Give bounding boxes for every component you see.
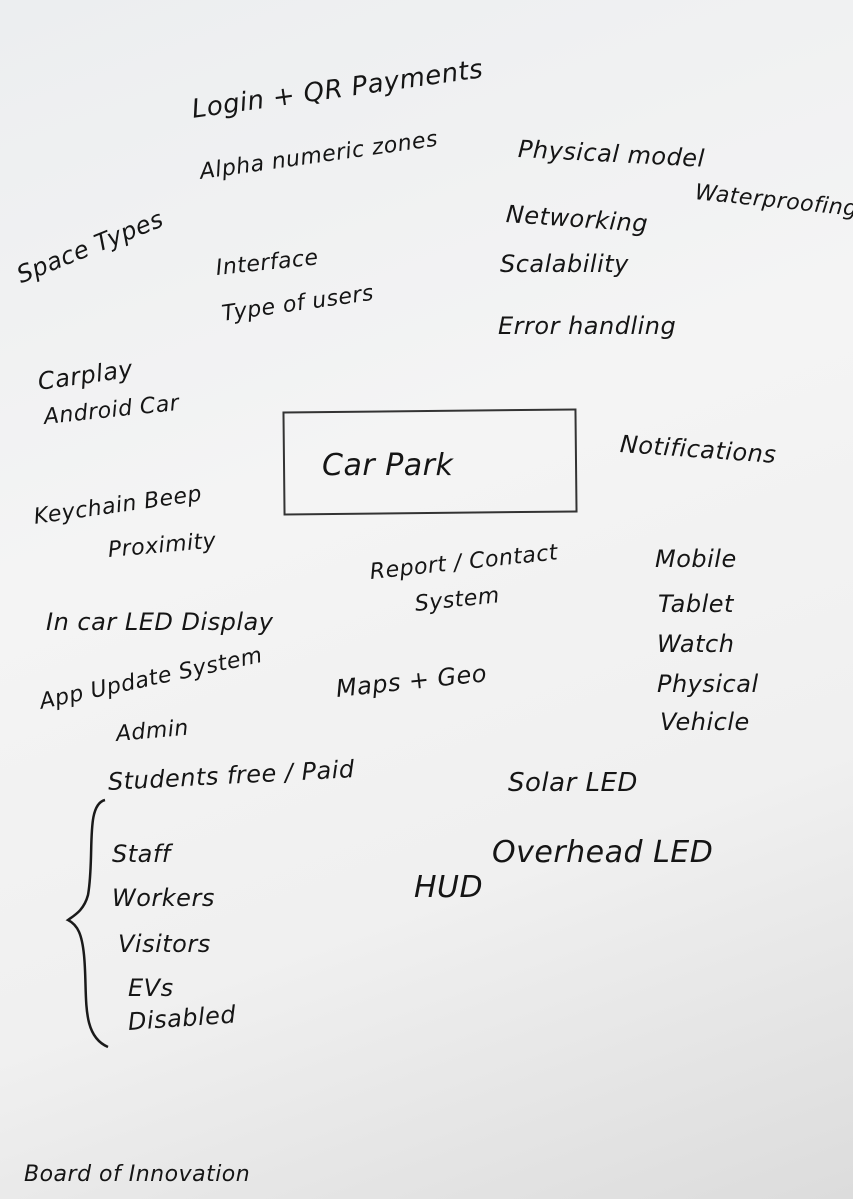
center-label: Car Park <box>322 448 454 483</box>
topic-app-update: App Update System <box>37 643 265 715</box>
device-item: Watch <box>657 630 735 658</box>
device-item: Vehicle <box>660 708 750 736</box>
topic-system: System <box>413 583 501 617</box>
topic-in-car-led: In car LED Display <box>46 608 274 636</box>
user-type-item: Staff <box>112 840 171 868</box>
user-type-item: EVs <box>128 974 174 1002</box>
topic-proximity: Proximity <box>106 528 218 563</box>
topic-type-of-users: Type of users <box>220 280 376 327</box>
topic-maps-geo: Maps + Geo <box>334 659 489 703</box>
topic-interface: Interface <box>214 245 320 281</box>
topic-report-contact: Report / Contact <box>368 540 560 585</box>
topic-solar-led: Solar LED <box>508 768 638 798</box>
footer-label: Board of Innovation <box>24 1162 251 1187</box>
topic-android-car: Android Car <box>42 390 181 430</box>
topic-scalability: Scalability <box>500 250 629 278</box>
topic-hud: HUD <box>414 870 484 905</box>
topic-alpha-zones: Alpha numeric zones <box>198 126 440 185</box>
device-item: Tablet <box>658 590 734 618</box>
user-type-item: Disabled <box>127 1000 237 1036</box>
topic-carplay: Carplay <box>36 354 135 396</box>
topic-keychain-beep: Keychain Beep <box>32 481 204 530</box>
device-item: Physical <box>657 670 759 698</box>
topic-waterproofing: Waterproofing <box>693 180 853 223</box>
user-type-item: Students free / Paid <box>107 755 356 796</box>
device-item: Mobile <box>655 545 737 573</box>
user-type-item: Visitors <box>118 930 211 958</box>
topic-space-types: Space Types <box>12 204 168 289</box>
topic-admin: Admin <box>114 715 190 747</box>
topic-notifications: Notifications <box>619 430 778 469</box>
topic-physical-model: Physical model <box>517 135 706 173</box>
topic-error-handling: Error handling <box>498 312 677 340</box>
topic-networking: Networking <box>505 200 649 238</box>
curly-brace-icon <box>65 798 109 1049</box>
user-type-item: Workers <box>112 884 215 912</box>
topic-login-qr: Login + QR Payments <box>189 54 485 125</box>
topic-overhead-led: Overhead LED <box>492 835 714 870</box>
